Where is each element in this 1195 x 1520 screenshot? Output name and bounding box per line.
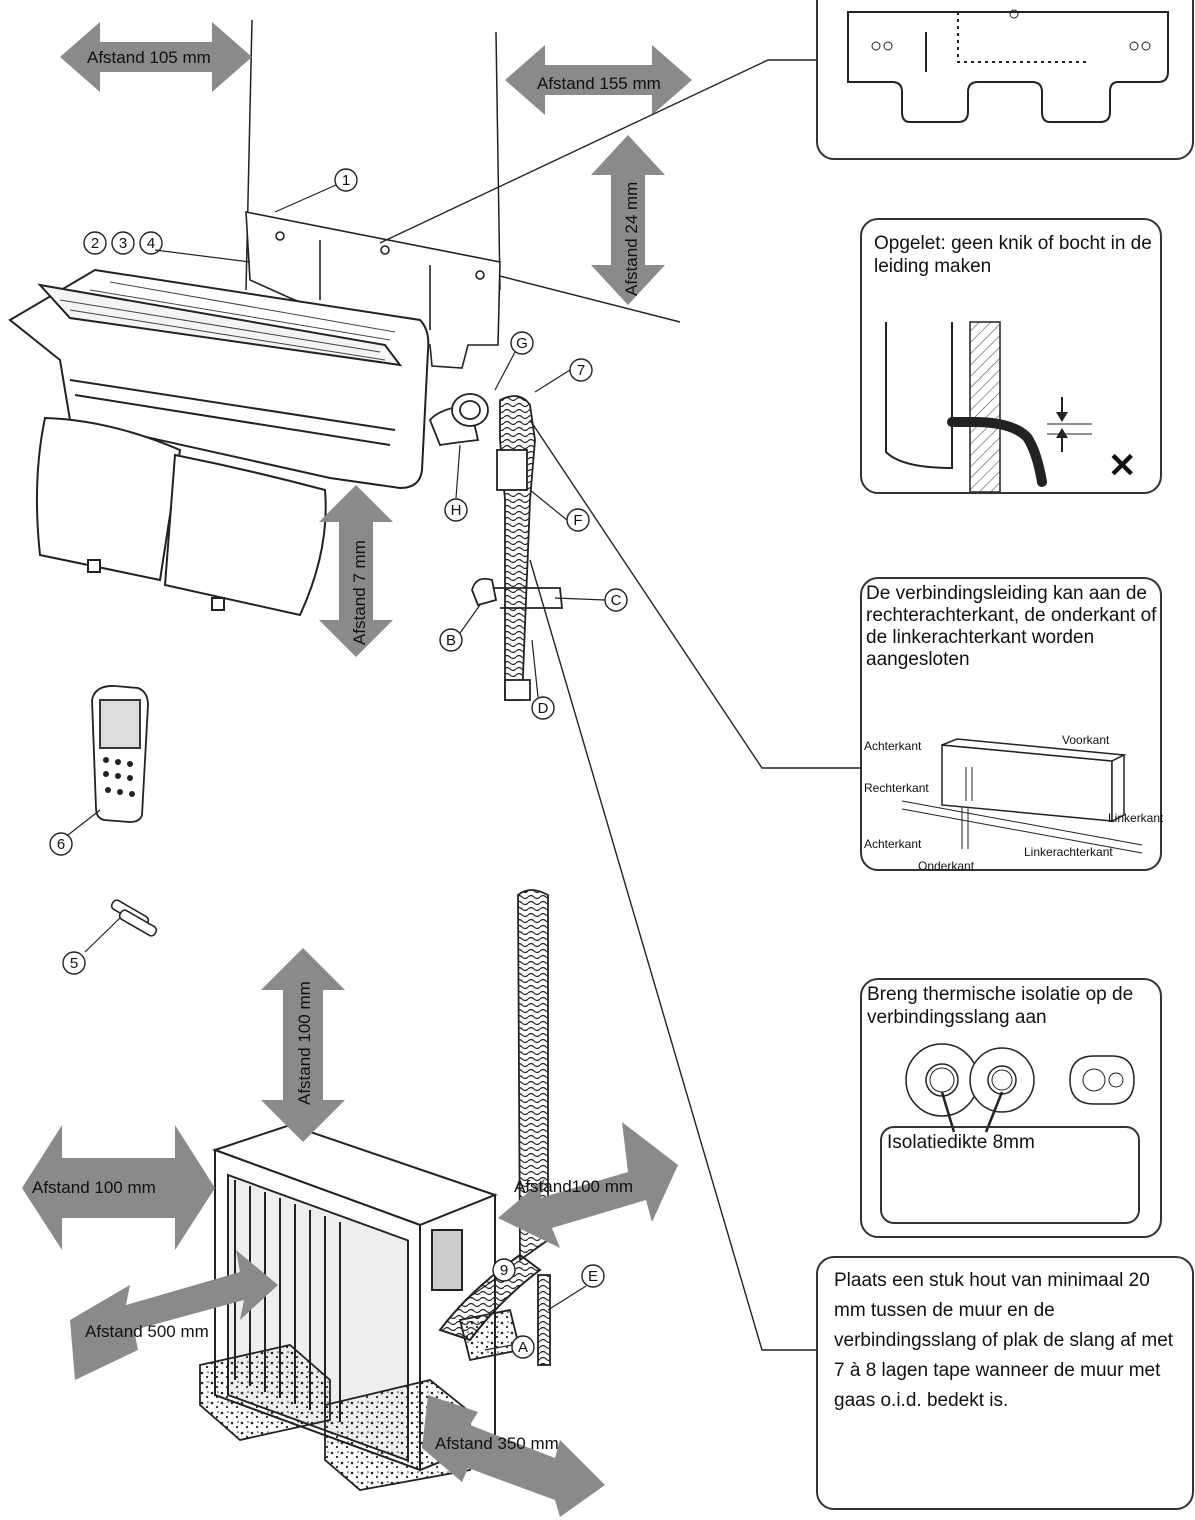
callout-2: 2 bbox=[91, 235, 99, 252]
side-linkerachterkant: Linkerachterkant bbox=[1024, 845, 1113, 859]
label-indoor-right: Afstand 155 mm bbox=[537, 74, 661, 93]
arrow-indoor-left bbox=[60, 22, 252, 92]
insulation-illustration bbox=[905, 1043, 1135, 1133]
pcb-board-detail bbox=[816, 0, 1194, 160]
no-kink-cross-icon: ✕ bbox=[1108, 447, 1137, 485]
arrow-outdoor-left bbox=[22, 1125, 215, 1250]
insulation-thickness-box: Isolatiedikte 8mm bbox=[880, 1126, 1140, 1224]
callout-C: C bbox=[611, 592, 622, 609]
callout-D: D bbox=[538, 700, 549, 717]
arrow-outdoor-front bbox=[70, 1250, 278, 1380]
note-connection-sides: De verbindingsleiding kan aan de rechter… bbox=[860, 577, 1163, 873]
callout-4: 4 bbox=[147, 235, 155, 252]
note-leader-lines bbox=[379, 59, 860, 1351]
arrow-indoor-bottom bbox=[319, 485, 393, 657]
outdoor-vertical-pipe bbox=[517, 889, 551, 1366]
arrow-outdoor-right bbox=[498, 1122, 678, 1248]
callout-3: 3 bbox=[119, 235, 127, 252]
air-filters bbox=[35, 416, 327, 617]
mounting-plate bbox=[245, 211, 501, 369]
side-rechterkant: Rechterkant bbox=[864, 781, 929, 795]
arrow-indoor-right bbox=[505, 45, 692, 115]
arrow-outdoor-top bbox=[261, 948, 345, 1142]
callout-7: 7 bbox=[577, 362, 585, 379]
label-indoor-top: Afstand 24 mm bbox=[622, 182, 641, 296]
callout-G: G bbox=[516, 335, 528, 352]
label-outdoor-left: Afstand 100 mm bbox=[32, 1178, 156, 1197]
arrow-indoor-top bbox=[591, 135, 665, 305]
callout-H: H bbox=[451, 502, 462, 519]
note-wood-spacer: Plaats een stuk hout van minimaal 20 mm … bbox=[816, 1256, 1194, 1510]
arrow-outdoor-rear bbox=[422, 1395, 605, 1517]
callout-E: E bbox=[588, 1268, 598, 1285]
note-no-kink-text: Opgelet: geen knik of bocht in de leidin… bbox=[874, 233, 1152, 277]
support-blocks bbox=[199, 1308, 522, 1491]
label-outdoor-right: Afstand100 mm bbox=[514, 1177, 633, 1196]
label-outdoor-top: Afstand 100 mm bbox=[295, 981, 314, 1105]
callout-9: 9 bbox=[500, 1262, 508, 1279]
side-achterkant-bottom: Achterkant bbox=[864, 837, 922, 851]
part-callouts bbox=[49, 168, 628, 1359]
note-wood-text: Plaats een stuk hout van minimaal 20 mm … bbox=[834, 1270, 1174, 1411]
callout-F: F bbox=[573, 512, 582, 529]
callout-A: A bbox=[518, 1339, 528, 1356]
side-voorkant: Voorkant bbox=[1062, 733, 1110, 747]
clearance-arrows bbox=[22, 22, 692, 1517]
side-onderkant: Onderkant bbox=[918, 859, 975, 873]
label-indoor-left: Afstand 105 mm bbox=[87, 48, 211, 67]
callout-5: 5 bbox=[70, 955, 78, 972]
label-outdoor-rear: Afstand 350 mm bbox=[435, 1434, 559, 1453]
label-indoor-bottom: Afstand 7 mm bbox=[350, 540, 369, 645]
indoor-unit bbox=[8, 268, 430, 490]
note-connection-text: De verbindingsleiding kan aan de rechter… bbox=[866, 583, 1157, 670]
kink-illustration bbox=[885, 321, 1092, 492]
batteries bbox=[110, 899, 158, 937]
callout-1: 1 bbox=[342, 172, 350, 189]
note-insulation-text: Breng thermische isolatie op de verbindi… bbox=[867, 984, 1134, 1028]
callout-leaders bbox=[67, 184, 606, 1351]
connection-sides-illustration bbox=[901, 738, 1143, 854]
callout-B: B bbox=[446, 632, 456, 649]
note-insulation: Breng thermische isolatie op de verbindi… bbox=[860, 978, 1162, 1238]
label-outdoor-front: Afstand 500 mm bbox=[85, 1322, 209, 1341]
insulation-thickness-text: Isolatiedikte 8mm bbox=[887, 1132, 1035, 1153]
board-outline-drawing bbox=[847, 9, 1169, 123]
indoor-piping bbox=[428, 393, 563, 701]
side-achterkant-top: Achterkant bbox=[864, 739, 922, 753]
side-linkerkant: Linkerkant bbox=[1108, 811, 1164, 825]
remote-control bbox=[91, 685, 149, 823]
note-no-kink: Opgelet: geen knik of bocht in de leidin… bbox=[860, 218, 1162, 494]
callout-6: 6 bbox=[57, 836, 65, 853]
